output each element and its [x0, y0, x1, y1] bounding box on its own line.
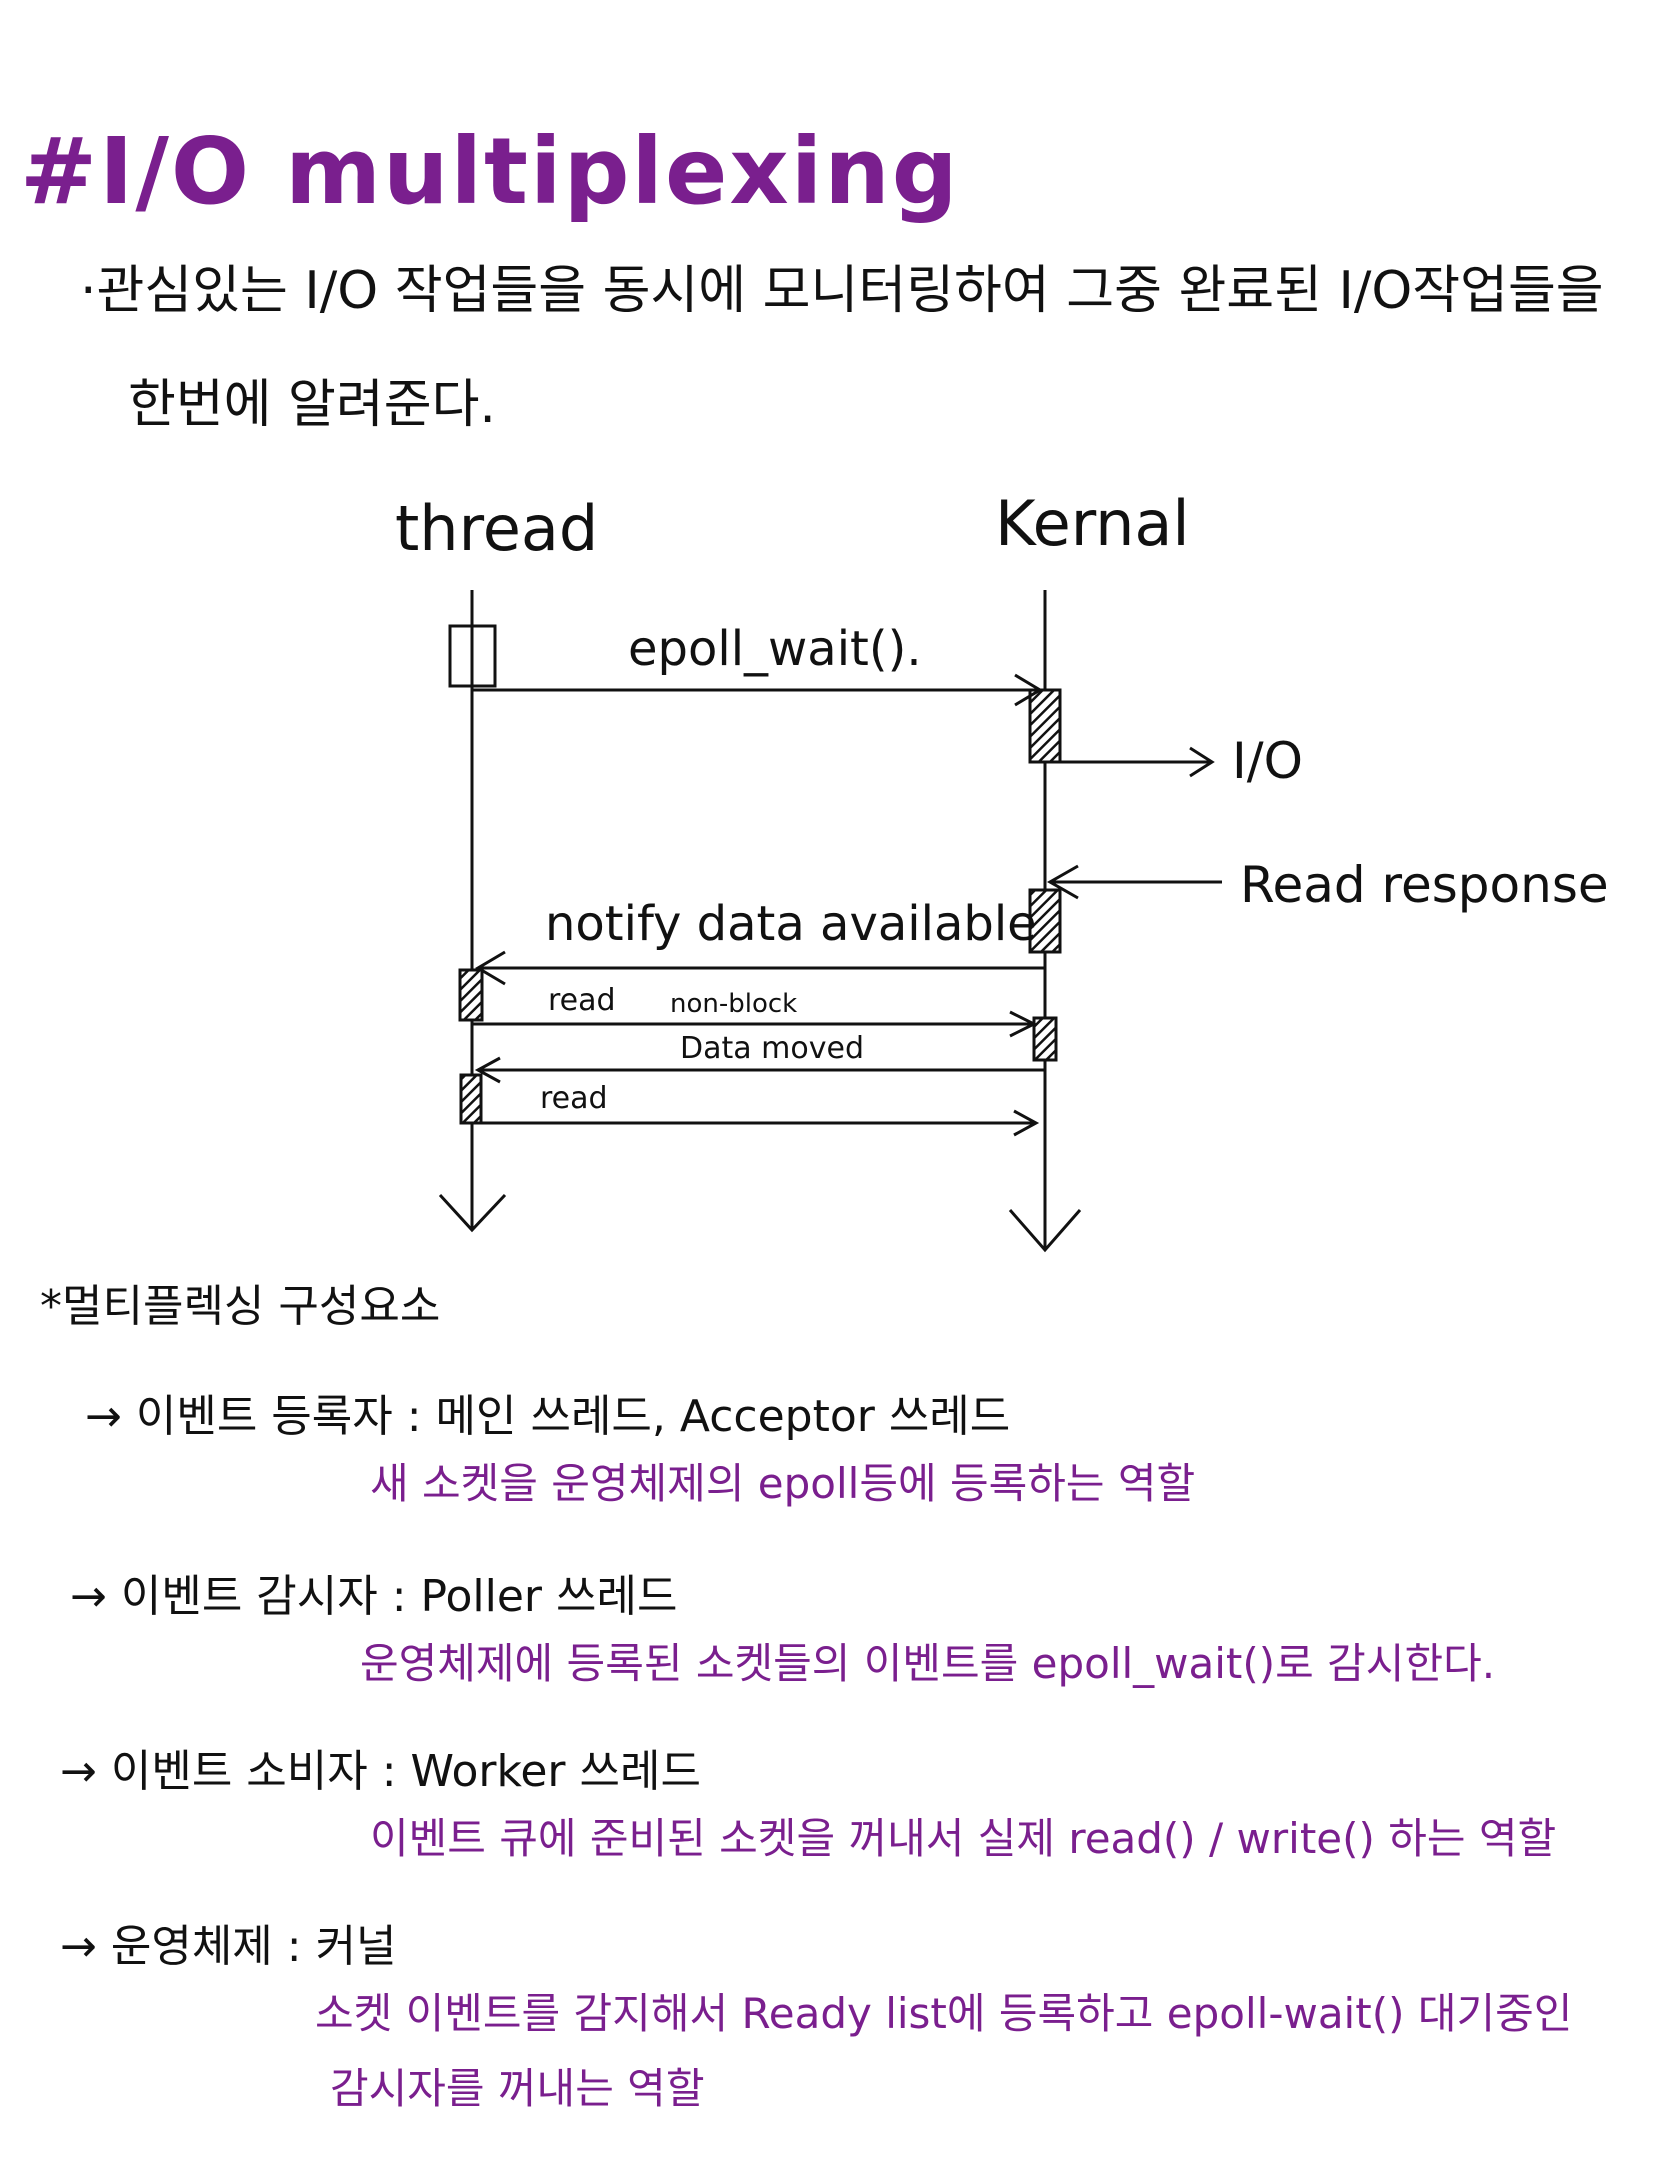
component-role-watcher: → 이벤트 감시자 : Poller 쓰레드 — [70, 1571, 678, 1622]
msg-read-response: Read response — [1240, 856, 1609, 914]
component-desc-os-line2: 감시자를 꺼내는 역할 — [330, 2064, 705, 2113]
kernal-lifeline-label: Kernal — [995, 487, 1190, 560]
arrow-data-moved-head — [474, 1056, 501, 1084]
component-role-consumer: → 이벤트 소비자 : Worker 쓰레드 — [60, 1746, 701, 1797]
msg-read-2: read — [540, 1081, 608, 1116]
arrow-io-head — [1189, 746, 1215, 778]
msg-read: read — [548, 983, 616, 1018]
component-desc-os: 소켓 이벤트를 감지해서 Ready list에 등록하고 epoll-wait… — [315, 1989, 1573, 2038]
page-title: #I/O multiplexing — [20, 118, 960, 225]
msg-data-moved: Data moved — [680, 1031, 864, 1066]
thread-lifeline-arrowhead — [438, 1193, 507, 1233]
component-role-registrar: → 이벤트 등록자 : 메인 쓰레드, Acceptor 쓰레드 — [85, 1391, 1011, 1442]
arrow-epoll-wait-head — [1014, 673, 1043, 707]
msg-epoll-wait: epoll_wait(). — [628, 621, 922, 677]
intro-line-2: 한번에 알려준다. — [128, 375, 496, 435]
arrow-read-2-head — [1013, 1109, 1040, 1137]
kernal-activation-data — [1032, 1016, 1058, 1062]
intro-line-1: ·관심있는 I/O 작업들을 동시에 모니터링하여 그중 완료된 I/O작업들을 — [80, 261, 1604, 321]
thread-activation-read2 — [459, 1073, 483, 1125]
thread-activation-read — [458, 968, 484, 1022]
msg-notify: notify data available — [545, 896, 1037, 952]
arrow-read-head — [1009, 1010, 1038, 1038]
components-heading: *멀티플렉싱 구성요소 — [40, 1281, 441, 1332]
kernal-activation-io — [1028, 688, 1062, 764]
component-desc-consumer: 이벤트 큐에 준비된 소켓을 꺼내서 실제 read() / write() 하… — [370, 1814, 1557, 1863]
msg-non-block: non-block — [670, 989, 797, 1019]
thread-lifeline-label: thread — [395, 492, 598, 565]
component-desc-registrar: 새 소켓을 운영체제의 epoll등에 등록하는 역할 — [370, 1459, 1196, 1508]
thread-activation-box — [448, 624, 497, 688]
sequence-diagram: thread Kernal epoll_wait(). I/O Read res… — [395, 487, 1609, 1253]
component-role-os: → 운영체제 : 커널 — [60, 1921, 397, 1972]
arrow-read-response-head — [1046, 864, 1079, 900]
kernal-lifeline-arrowhead — [1008, 1209, 1082, 1253]
msg-io: I/O — [1232, 732, 1303, 790]
component-desc-watcher: 운영체제에 등록된 소켓들의 이벤트를 epoll_wait()로 감시한다. — [360, 1639, 1496, 1688]
kernal-activation-response — [1028, 888, 1062, 954]
arrow-notify-head — [475, 950, 506, 986]
